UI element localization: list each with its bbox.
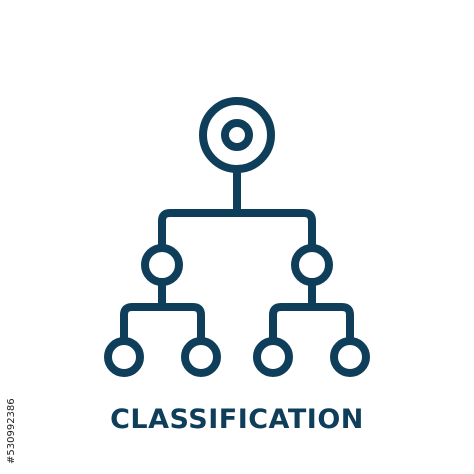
middle-node-left	[141, 244, 183, 286]
middle-node-right	[291, 244, 333, 286]
leaf-node-2	[181, 337, 221, 377]
level-1-bracket	[158, 209, 316, 252]
leaf-node-1	[104, 337, 144, 377]
stock-id-label: #530992386	[4, 360, 18, 470]
root-node-center	[221, 119, 253, 151]
stock-id-text: #530992386	[6, 398, 17, 464]
right-bracket	[269, 303, 354, 345]
leaf-node-3	[253, 337, 293, 377]
caption-text: CLASSIFICATION	[110, 404, 364, 435]
leaf-node-4	[330, 337, 370, 377]
left-bracket	[120, 303, 205, 345]
root-node	[199, 97, 275, 173]
